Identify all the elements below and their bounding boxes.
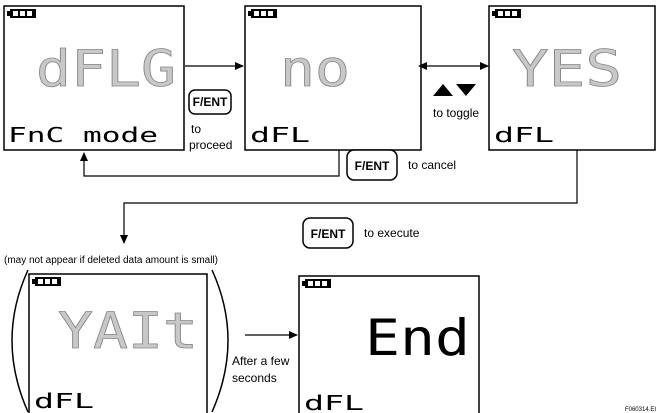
lcd-sub-text: dFL: [494, 123, 554, 147]
arrow-execute: [120, 150, 578, 244]
to-label: to: [191, 122, 201, 136]
wait-note: (may not appear if deleted data amount i…: [4, 255, 218, 266]
lcd-screen-end: End dFL: [298, 275, 480, 413]
proceed-label: proceed: [189, 138, 232, 152]
fent-key-label: F/ENT: [311, 227, 346, 241]
lcd-screen-dflg: dFLG FnC mode: [3, 5, 185, 151]
battery-icon: [248, 9, 277, 18]
battery-icon: [302, 279, 331, 288]
lcd-main-text: dFLG: [36, 40, 176, 98]
execute-label: to execute: [364, 226, 420, 240]
battery-icon: [492, 9, 521, 18]
left-parenthesis: [11, 269, 29, 413]
lcd-screen-no: no dFL: [244, 5, 422, 151]
lcd-sub-text: dFL: [304, 391, 364, 413]
lcd-main-text: YAIt: [58, 302, 198, 360]
toggle-label: to toggle: [433, 106, 479, 120]
right-parenthesis: [211, 269, 229, 413]
toggle-keys[interactable]: [433, 84, 476, 96]
fent-key-label: F/ENT: [355, 159, 390, 173]
lcd-sub-text: dFL: [34, 389, 94, 413]
lcd-screen-wait: YAIt dFL: [28, 273, 208, 413]
fent-key-proceed[interactable]: F/ENT: [188, 89, 232, 115]
triangle-up-icon: [433, 84, 453, 96]
battery-icon: [32, 277, 61, 286]
after-a-few-label: After a few: [232, 354, 290, 368]
figure-id: F060314.EI: [625, 407, 656, 413]
lcd-sub-text: FnC mode: [8, 123, 158, 147]
lcd-main-text: no: [280, 40, 350, 98]
lcd-main-text: YES: [512, 40, 622, 98]
cancel-label: to cancel: [408, 158, 456, 172]
fent-key-execute[interactable]: F/ENT: [302, 217, 354, 249]
fent-key-cancel[interactable]: F/ENT: [346, 149, 398, 181]
lcd-screen-yes: YES dFL: [488, 5, 656, 151]
seconds-label: seconds: [232, 371, 277, 385]
battery-icon: [7, 9, 36, 18]
lcd-main-text: End: [365, 309, 470, 367]
arrow-cancel: [80, 150, 340, 177]
fent-key-label: F/ENT: [193, 95, 228, 109]
triangle-down-icon: [456, 84, 476, 96]
lcd-sub-text: dFL: [250, 123, 310, 147]
